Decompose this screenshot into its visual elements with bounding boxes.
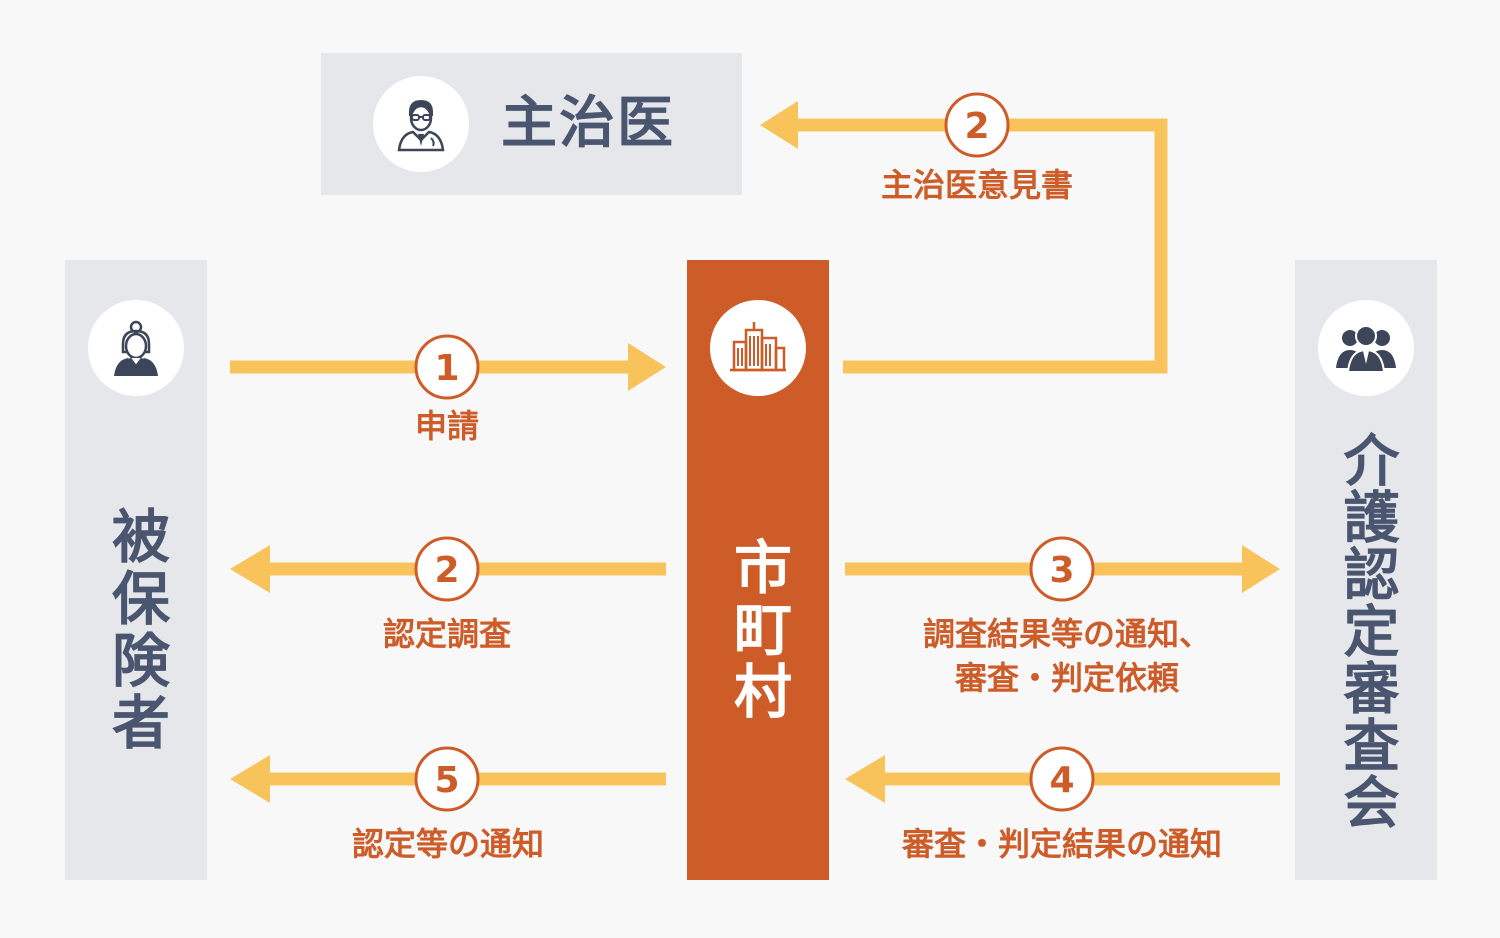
notify-insured-arrowhead — [230, 755, 270, 803]
doctor-icon-circle — [373, 76, 469, 172]
municipality-icon-circle — [710, 300, 806, 396]
badge-number-doctor-opinion: 2 — [964, 106, 989, 147]
badge-number-application: 1 — [434, 348, 459, 389]
insured-box: 被保険者 — [65, 260, 207, 880]
badge-number-notify-insured: 5 — [434, 760, 459, 801]
doctor-icon — [397, 100, 445, 152]
result-arrowhead — [845, 755, 885, 803]
badge-circle-doctor-opinion — [944, 92, 1010, 158]
notify-insured-label: 認定等の通知 — [351, 825, 544, 863]
notify-committee-label-line1: 調査結果等の通知、 — [922, 615, 1211, 653]
group-icon — [1336, 325, 1396, 373]
doctor-opinion-arrow-path — [790, 118, 1168, 374]
survey-arrowhead — [230, 545, 270, 593]
building-icon — [730, 322, 786, 372]
committee-icon-circle — [1318, 300, 1414, 396]
application-label: 申請 — [414, 407, 479, 445]
doctor-opinion-label: 主治医意見書 — [880, 166, 1073, 204]
municipality-box: 市町村 — [687, 260, 829, 880]
badge-circle-application — [414, 334, 480, 400]
badge-number-result: 4 — [1049, 760, 1074, 801]
committee-title: 介護認定審査会 — [1334, 430, 1399, 830]
application-arrowhead — [628, 343, 666, 391]
badge-number-notify-committee: 3 — [1049, 550, 1074, 591]
result-label: 審査・判定結果の通知 — [901, 825, 1222, 863]
badge-circle-notify-committee — [1029, 536, 1095, 602]
survey-label: 認定調査 — [382, 615, 511, 653]
municipality-title: 市町村 — [724, 537, 792, 723]
doctor-box: 主治医 — [321, 53, 742, 195]
notify-committee-arrowhead — [1242, 545, 1280, 593]
badge-circle-result — [1029, 746, 1095, 812]
doctor-opinion-arrowhead — [760, 101, 798, 149]
insured-title: 被保険者 — [102, 506, 170, 754]
notify-committee-label-line2: 審査・判定依頼 — [954, 659, 1179, 697]
badge-circle-survey — [414, 536, 480, 602]
elderly-woman-icon — [114, 320, 158, 376]
insured-icon-circle — [88, 300, 184, 396]
badge-circle-notify-insured — [414, 746, 480, 812]
doctor-title: 主治医 — [501, 91, 675, 156]
committee-box: 介護認定審査会 — [1295, 260, 1437, 880]
badge-number-survey: 2 — [434, 550, 459, 591]
